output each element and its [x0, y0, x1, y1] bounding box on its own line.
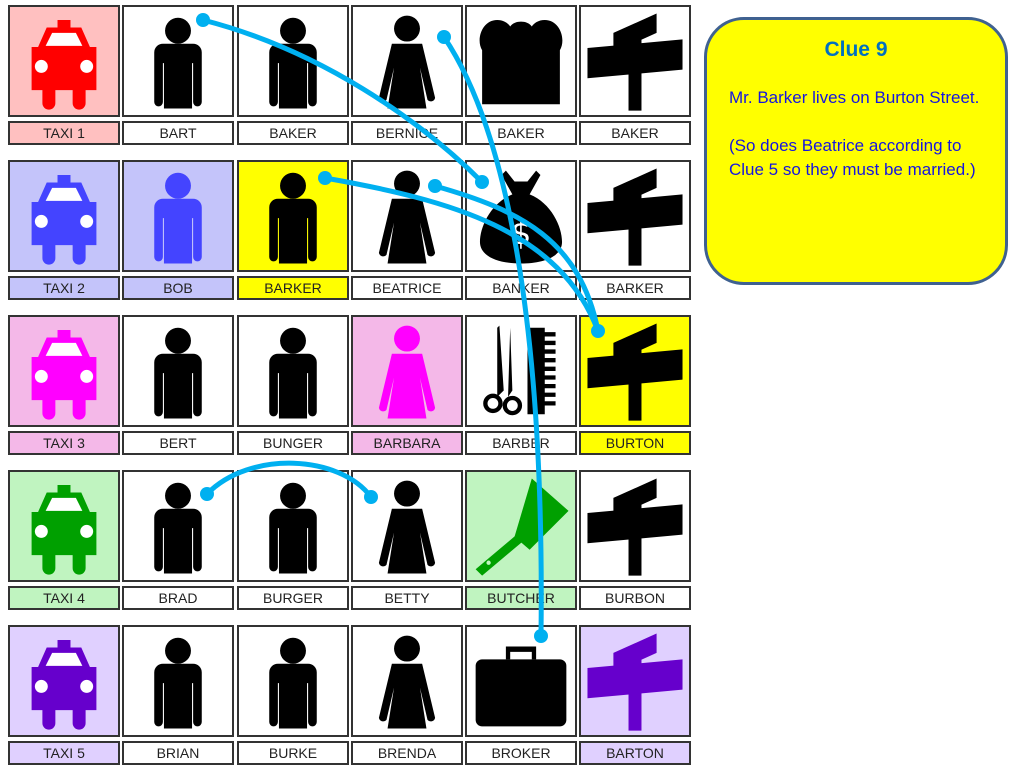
tile-label: BUNGER: [237, 431, 349, 455]
tile-burke: [237, 625, 349, 737]
tile-label: BRAD: [122, 586, 234, 610]
briefcase-icon: [467, 627, 575, 735]
tile-bob: [122, 160, 234, 272]
street-sign-icon: [581, 627, 689, 735]
man-icon: [124, 162, 232, 270]
tile-label: BAKER: [579, 121, 691, 145]
man-icon: [239, 7, 347, 115]
tile-brad: [122, 470, 234, 582]
tile-label: BEATRICE: [351, 276, 463, 300]
tile-taxi-2: [8, 160, 120, 272]
woman-icon: [353, 7, 461, 115]
tile-label: BART: [122, 121, 234, 145]
man-icon: [124, 317, 232, 425]
tile-taxi-1: [8, 5, 120, 117]
clue-title: Clue 9: [824, 38, 888, 61]
tile-label: BRENDA: [351, 741, 463, 765]
man-icon: [239, 472, 347, 580]
man-icon: [124, 627, 232, 735]
tile-barker: [237, 160, 349, 272]
tile-barton: [579, 625, 691, 737]
tile-barker: [579, 160, 691, 272]
tile-bunger: [237, 315, 349, 427]
tile-barber: [465, 315, 577, 427]
scissors-comb-icon: [467, 317, 575, 425]
tile-label: BURKE: [237, 741, 349, 765]
bread-icon: [467, 7, 575, 115]
taxi-icon: [10, 7, 118, 115]
street-sign-icon: [581, 162, 689, 270]
woman-icon: [353, 317, 461, 425]
tile-baker: [579, 5, 691, 117]
taxi-icon: [10, 162, 118, 270]
tile-label: BETTY: [351, 586, 463, 610]
tile-label: BANKER: [465, 276, 577, 300]
street-sign-icon: [581, 317, 689, 425]
tile-brian: [122, 625, 234, 737]
taxi-icon: [10, 317, 118, 425]
tile-label: BURTON: [579, 431, 691, 455]
tile-brenda: [351, 625, 463, 737]
taxi-icon: [10, 472, 118, 580]
woman-icon: [353, 162, 461, 270]
tile-label: BARTON: [579, 741, 691, 765]
tile-burger: [237, 470, 349, 582]
tile-label: TAXI 2: [8, 276, 120, 300]
street-sign-icon: [581, 7, 689, 115]
tile-label: BRIAN: [122, 741, 234, 765]
tile-baker: [465, 5, 577, 117]
tile-burbon: [579, 470, 691, 582]
tile-label: BURGER: [237, 586, 349, 610]
street-sign-icon: [581, 472, 689, 580]
tile-label: BERT: [122, 431, 234, 455]
taxi-icon: [10, 627, 118, 735]
tile-label: BROKER: [465, 741, 577, 765]
tile-taxi-5: [8, 625, 120, 737]
tile-label: BARKER: [237, 276, 349, 300]
man-icon: [124, 472, 232, 580]
money-bag-icon: [467, 162, 575, 270]
tile-label: BERNICE: [351, 121, 463, 145]
tile-label: BURBON: [579, 586, 691, 610]
tile-barbara: [351, 315, 463, 427]
man-icon: [239, 162, 347, 270]
tile-taxi-3: [8, 315, 120, 427]
tile-label: BUTCHER: [465, 586, 577, 610]
tile-label: BARBARA: [351, 431, 463, 455]
man-icon: [239, 627, 347, 735]
clue-note: (So does Beatrice according to Clue 5 so…: [729, 136, 976, 179]
tile-baker: [237, 5, 349, 117]
tile-label: BOB: [122, 276, 234, 300]
tile-bart: [122, 5, 234, 117]
tile-label: TAXI 4: [8, 586, 120, 610]
tile-label: BARBER: [465, 431, 577, 455]
man-icon: [124, 7, 232, 115]
tile-label: TAXI 3: [8, 431, 120, 455]
tile-burton: [579, 315, 691, 427]
clue-statement: Mr. Barker lives on Burton Street.: [729, 88, 980, 107]
tile-betty: [351, 470, 463, 582]
cleaver-icon: [467, 472, 575, 580]
tile-label: TAXI 5: [8, 741, 120, 765]
tile-butcher: [465, 470, 577, 582]
tile-label: BAKER: [237, 121, 349, 145]
tile-label: BARKER: [579, 276, 691, 300]
tile-broker: [465, 625, 577, 737]
tile-bernice: [351, 5, 463, 117]
tile-label: TAXI 1: [8, 121, 120, 145]
woman-icon: [353, 472, 461, 580]
woman-icon: [353, 627, 461, 735]
clue-box: Clue 9 Mr. Barker lives on Burton Street…: [704, 17, 1008, 285]
man-icon: [239, 317, 347, 425]
tile-banker: [465, 160, 577, 272]
tile-taxi-4: [8, 470, 120, 582]
tile-beatrice: [351, 160, 463, 272]
tile-bert: [122, 315, 234, 427]
tile-label: BAKER: [465, 121, 577, 145]
